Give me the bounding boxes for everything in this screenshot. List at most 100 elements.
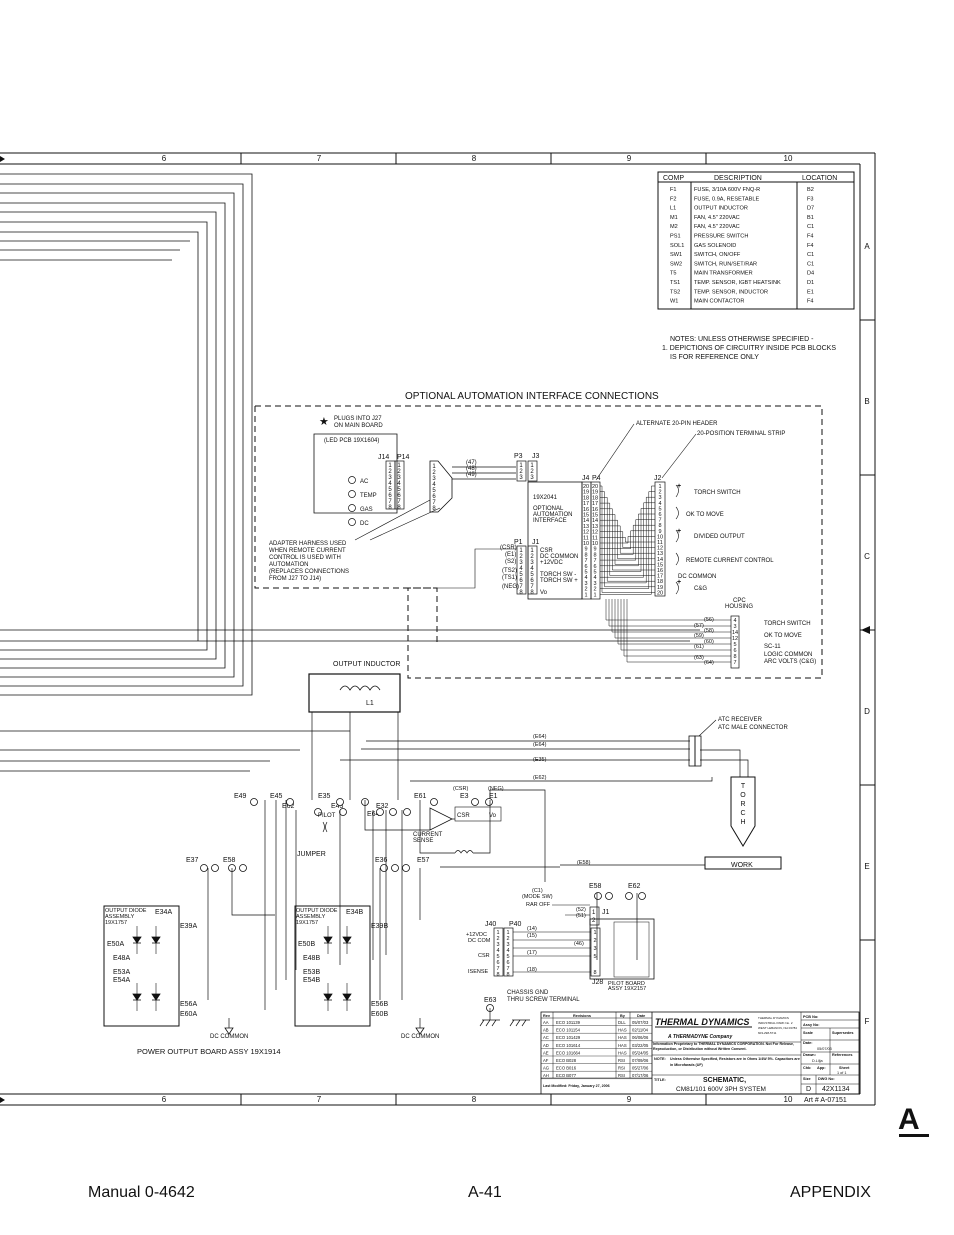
- power-board-label: POWER OUTPUT BOARD ASSY 19X1914: [137, 1047, 281, 1056]
- rev-desc: ECO 101154: [556, 1028, 581, 1033]
- pin: 8: [733, 654, 736, 660]
- pin: 20: [583, 484, 589, 490]
- pin: 1: [592, 910, 596, 916]
- wire: [600, 524, 655, 555]
- pin: 1: [593, 930, 596, 936]
- led-icon: [348, 504, 356, 512]
- terminal-label: E45: [270, 793, 283, 800]
- wire: [600, 514, 655, 565]
- diode-label: OUTPUT DIODE: [105, 908, 147, 914]
- col-label: 7: [317, 1095, 322, 1104]
- drawing-subtitle: CM81/101 600V 3PH SYSTEM: [676, 1086, 766, 1093]
- diode-term: E54B: [303, 977, 320, 984]
- p1-wire: (S2): [505, 559, 516, 565]
- cpc-wire: (64): [704, 660, 714, 666]
- automation-box: OPTIONAL AUTOMATION INTERFACE CONNECTION…: [254, 391, 823, 679]
- pin: 19: [657, 585, 663, 591]
- pin: 2: [592, 918, 596, 924]
- pin: 5: [506, 954, 509, 960]
- terminal-label: E3: [460, 793, 469, 800]
- rev-code: AD: [543, 1043, 549, 1048]
- board-label: INTERFACE: [533, 518, 567, 524]
- comp-loc: C1: [807, 252, 814, 258]
- pin: 3: [519, 560, 523, 566]
- col-label: 9: [627, 154, 632, 163]
- diode-label: 19X1757: [105, 920, 127, 926]
- comp-ref: M2: [670, 224, 678, 230]
- wire-label: (E64): [533, 742, 547, 748]
- rev-date: 05/07/03: [632, 1020, 649, 1025]
- col-label: 10: [784, 154, 793, 163]
- pin: 5: [733, 642, 736, 648]
- j40-label: J40: [485, 921, 496, 928]
- tb-field: Sheet: [839, 1066, 850, 1070]
- pin: 7: [506, 966, 509, 972]
- row-label: D: [864, 707, 870, 716]
- l1-label: L1: [366, 700, 374, 707]
- adapter-note: AUTOMATION: [269, 562, 308, 568]
- rev-date: 02/11/04: [632, 1028, 649, 1033]
- appendix-tab: A: [898, 1103, 920, 1136]
- pin: 4: [593, 575, 596, 581]
- size-value: D: [806, 1086, 811, 1093]
- diode-term: E50A: [107, 941, 124, 948]
- pilot-circuit: PILOT CSR Vo CURRENT SENSE JUMPER: [207, 800, 638, 1020]
- pin: 8: [397, 505, 401, 511]
- pin: 6: [584, 564, 587, 570]
- wire-label: (E35): [533, 757, 547, 763]
- led-pcb-label: (LED PCB 19X1604): [324, 438, 379, 444]
- rev-header: Date: [637, 1014, 645, 1018]
- grid-labels: 6 7 8 9 10 6 7 8 9 10 A B C D E F: [162, 154, 871, 1104]
- pin: 13: [592, 524, 598, 530]
- wire-label: (E64): [533, 734, 547, 740]
- wire-label: (E62): [533, 775, 547, 781]
- pin: 14: [583, 518, 589, 524]
- frame-arrow-icon: [0, 156, 5, 162]
- terminal-circle: [376, 808, 384, 816]
- comp-ref: W1: [670, 299, 678, 305]
- pin: 5: [593, 570, 596, 576]
- address-line: INDUSTRIAL PARK No. 2: [758, 1021, 793, 1025]
- p1-wire: (E1): [505, 552, 516, 558]
- terminal-label: E35: [318, 793, 331, 800]
- pin: 1: [496, 930, 499, 936]
- wire: [600, 519, 655, 561]
- adapter-note: WHEN REMOTE CURRENT: [269, 548, 346, 554]
- pin: 7: [584, 558, 587, 564]
- rev-date: 05/24/05: [632, 1050, 649, 1055]
- pin: 9: [593, 547, 596, 553]
- pilot-board-section: (C1) (MODE SW) RAR OFF (52) (51) J1 1 2 …: [466, 888, 655, 1027]
- comp-desc: MAIN TRANSFORMER: [694, 271, 753, 277]
- col-label: 6: [162, 1095, 167, 1104]
- tb-value: 1 of 1: [837, 1071, 847, 1075]
- comp-ref: M1: [670, 215, 678, 221]
- j1-signal: TORCH SW -: [540, 572, 576, 578]
- comp-desc: GAS SOLENOID: [694, 243, 736, 249]
- pin: 8: [530, 590, 534, 596]
- terminal-label: E58: [589, 883, 602, 890]
- j1-signal: +12VDC: [540, 560, 564, 566]
- j3-label: J3: [532, 453, 540, 460]
- note-line: IS FOR REFERENCE ONLY: [670, 354, 759, 361]
- tb-field: Scale: [803, 1031, 813, 1035]
- comp-desc: TEMP. SENSOR, INDUCTOR: [694, 289, 768, 295]
- wire: [600, 513, 655, 567]
- wire: [600, 531, 655, 548]
- rev-header: By: [620, 1014, 626, 1018]
- wire: [600, 485, 655, 593]
- vo-label: Vo: [489, 813, 497, 819]
- current-sense: SENSE: [413, 838, 433, 844]
- terminal-label: E36: [375, 857, 388, 864]
- shunt-icon: [454, 850, 474, 854]
- note-label: NOTE:: [654, 1057, 666, 1061]
- pin: 3: [658, 495, 661, 501]
- led-label: AC: [360, 479, 369, 485]
- wire: [600, 508, 655, 572]
- cpc-signal: ARC VOLTS (C&G): [764, 659, 816, 665]
- diode-term: E39A: [180, 923, 197, 930]
- rev-date: 07/09/06: [632, 1058, 649, 1063]
- note-text: Unless Otherwise Specified, Resistors ar…: [670, 1057, 800, 1067]
- pin: 15: [657, 562, 663, 568]
